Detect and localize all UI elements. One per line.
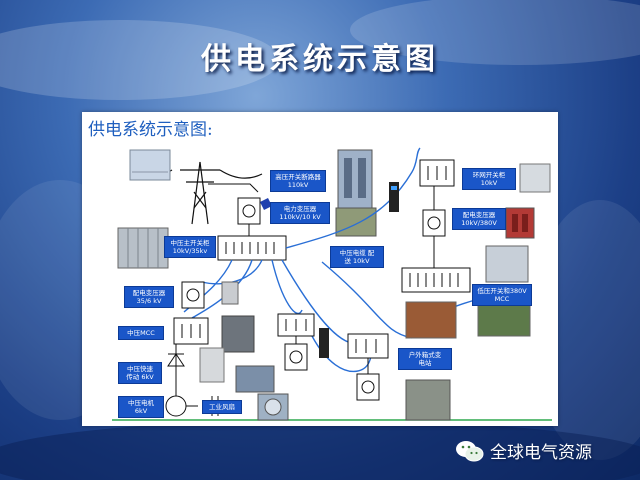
- mcc-photo: [221, 315, 255, 353]
- cable-terminal-icon: [389, 182, 399, 212]
- label-ring-main: 环网开关柜 10kV: [462, 168, 516, 190]
- cable-terminal-icon-2: [319, 328, 329, 358]
- label-lv-switch: 低压开关和380V MCC: [472, 284, 532, 306]
- slide-title: 供电系统示意图: [201, 42, 439, 77]
- label-outdoor-substation: 户外箱式变 电站: [398, 348, 452, 370]
- breaker-photo: [337, 149, 373, 209]
- label-power-transformer: 电力变压器 110kV/10 kV: [270, 202, 330, 224]
- motor-photo: [235, 365, 275, 393]
- substation-photo: [129, 149, 171, 181]
- watermark-text: 全球电气资源: [490, 443, 592, 463]
- branch-switchgear-2: [347, 333, 389, 359]
- transformer-symbol-3: [181, 281, 205, 309]
- insulator-icon: [260, 198, 272, 210]
- transformer-symbol-1: [237, 197, 261, 225]
- motor-symbol: [165, 395, 187, 417]
- transformer-photo: [335, 207, 377, 237]
- small-transformer-photo: [221, 281, 239, 305]
- label-mv-motor: 中压电机 6kV: [118, 396, 164, 418]
- mining-photo: [477, 301, 531, 337]
- lv-switchgear-photo: [485, 245, 529, 283]
- label-main-switchgear: 中压主开关柜 10kV/35kv: [164, 236, 216, 258]
- main-bus-switchgear: [217, 235, 287, 261]
- ring-main-photo: [519, 163, 551, 193]
- diagram-panel: 供电系统示意图:: [82, 112, 558, 426]
- transformer-symbol-5: [356, 373, 380, 401]
- outdoor-substation-photo: [405, 379, 451, 421]
- label-fan: 工业风扇: [202, 400, 242, 414]
- transformer-symbol-2: [422, 209, 446, 237]
- label-mv-cable: 中压电缆 配 送 10kV: [330, 246, 384, 268]
- wechat-icon: [456, 441, 484, 462]
- panel-title: 供电系统示意图:: [88, 120, 213, 140]
- switchgear-photo: [117, 227, 169, 269]
- vfd-photo: [199, 347, 225, 383]
- transformer-symbol-4: [284, 343, 308, 371]
- power-supply-diagram: [112, 147, 552, 421]
- label-dist-transformer-left: 配电变压器 35/6 kV: [124, 286, 174, 308]
- dist-transformer-photo: [505, 207, 535, 239]
- label-mv-mcc: 中压MCC: [118, 326, 164, 340]
- label-vfd: 中压快速 传动 6kV: [118, 362, 162, 384]
- label-dist-transformer-right: 配电变压器 10kV/380V: [452, 208, 506, 230]
- conveyor-photo: [405, 301, 457, 339]
- label-hv-breaker: 高压开关断路器 110kV: [270, 170, 326, 192]
- lv-switchgear: [401, 267, 471, 293]
